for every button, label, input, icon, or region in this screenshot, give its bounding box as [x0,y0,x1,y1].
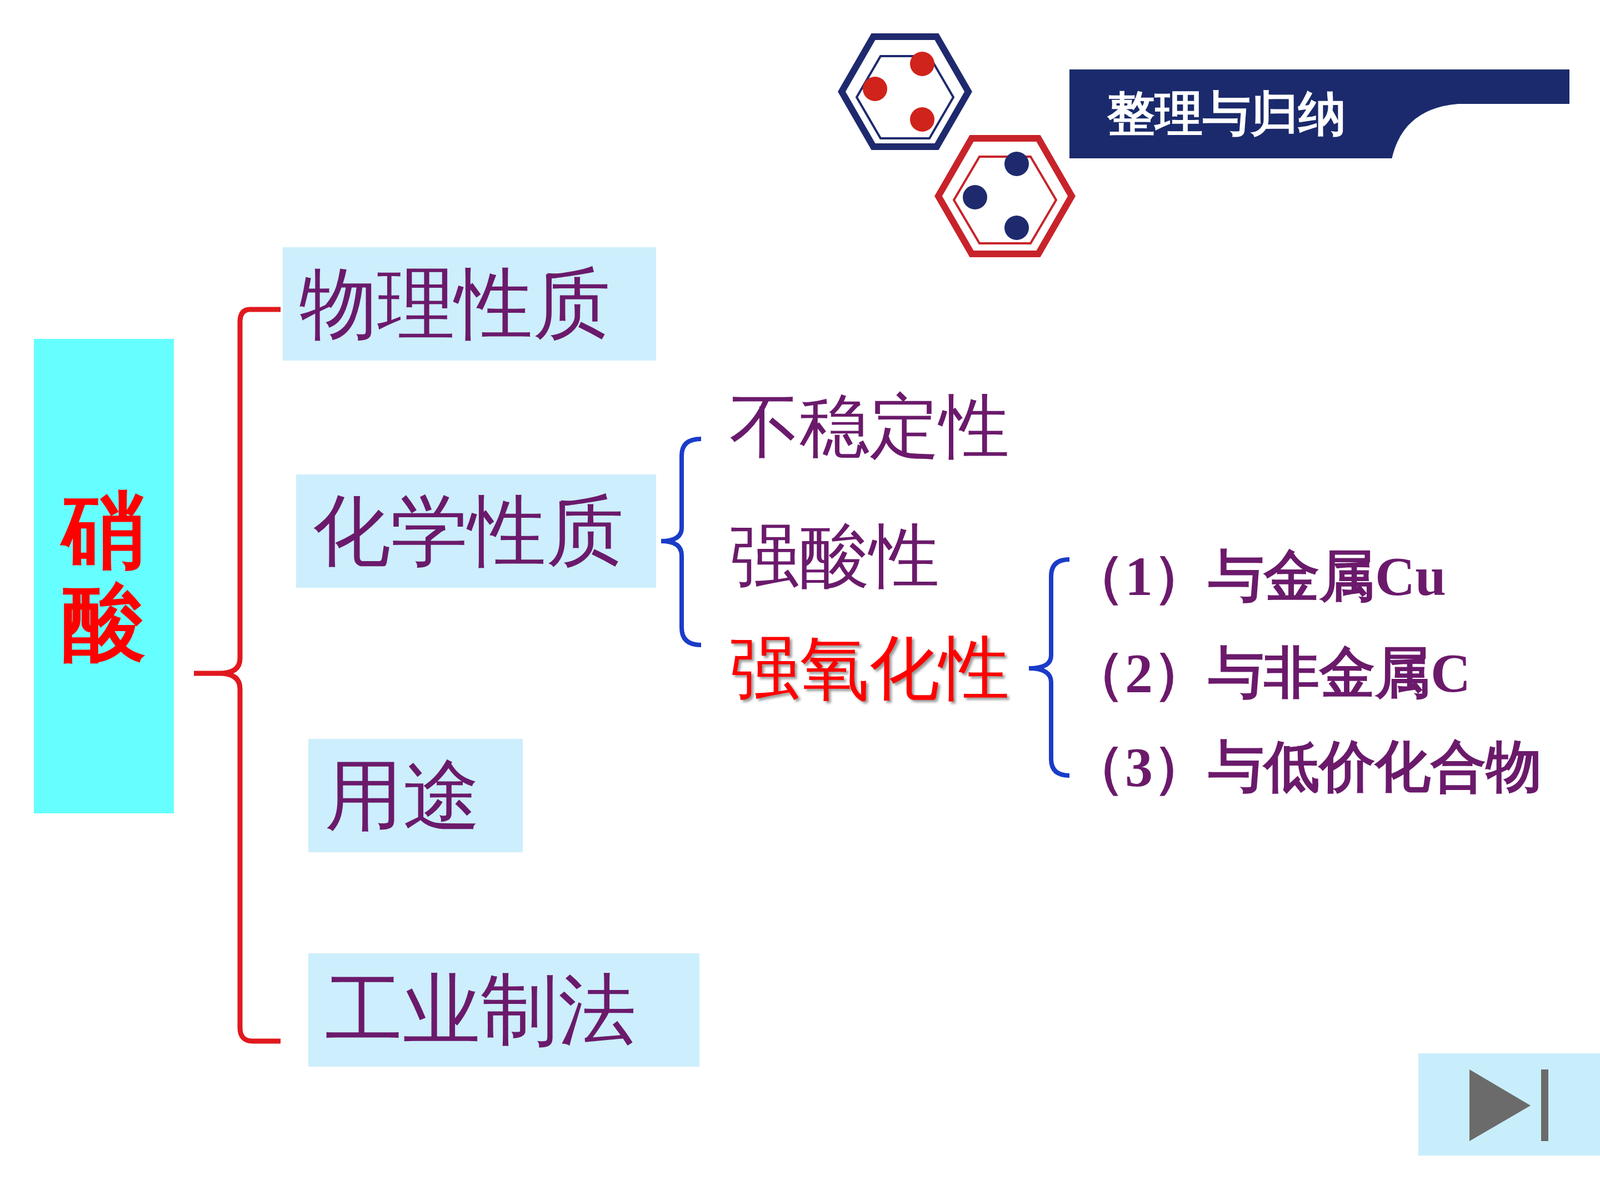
topic-box: 硝酸 [33,338,174,814]
item-label: （1）与金属Cu [1069,543,1447,610]
node-text: 整理与归纳 [1107,85,1347,143]
next-button [1418,1053,1600,1156]
property-label: 强酸性 [729,513,940,598]
blue-bracket [1028,559,1070,776]
vertical-title: 硝酸 [62,484,146,668]
node-text: 用途 [325,748,481,843]
blue-bracket [661,438,702,645]
highlight-label: 强氧化性 [729,626,1010,710]
category-box: 化学性质 [296,474,657,588]
title-bar: 整理与归纳 [1069,69,1570,159]
property-label: 不稳定性 [729,384,1010,469]
category-box: 物理性质 [282,247,657,361]
item-label: （2）与非金属C [1069,640,1471,707]
category-box: 用途 [308,738,523,853]
item-label: （3）与低价化合物 [1069,733,1542,801]
node-text: 物理性质 [299,257,611,351]
logo-hexagon [841,36,969,147]
category-box: 工业制法 [308,953,700,1067]
node-text: 化学性质 [312,484,624,578]
red-bracket [193,309,281,1042]
logo-hexagon [938,138,1072,254]
node-text: 工业制法 [325,963,637,1057]
